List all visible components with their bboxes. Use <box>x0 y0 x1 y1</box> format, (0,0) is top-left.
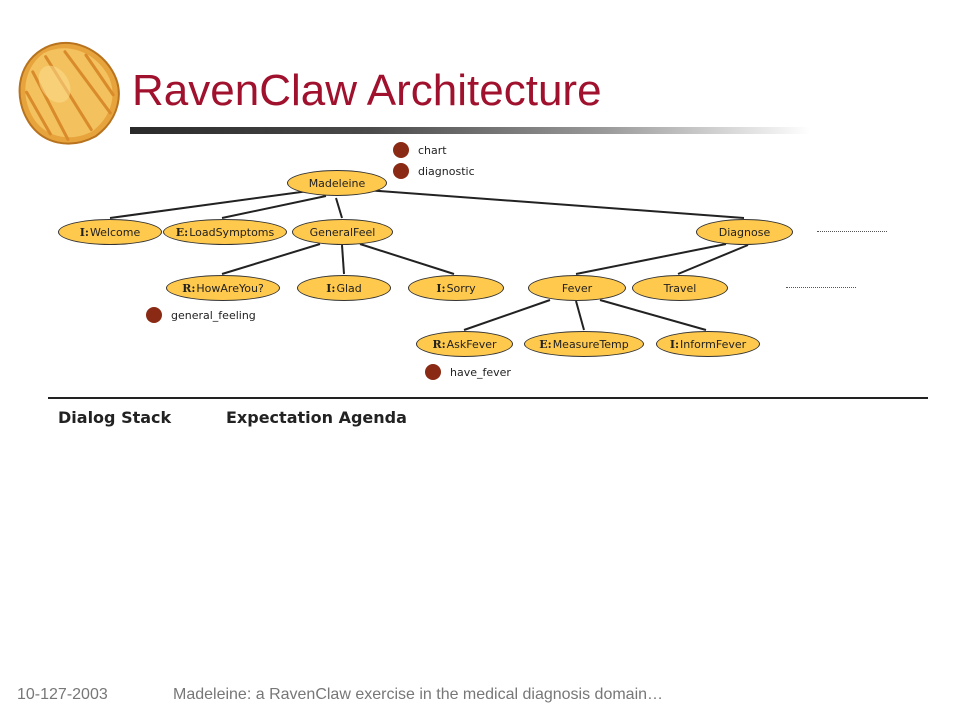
concept-dot <box>393 142 409 158</box>
node-label: Fever <box>561 281 593 295</box>
concept-label: general_feeling <box>171 308 256 322</box>
node-label: HowAreYou? <box>196 281 264 295</box>
node-label: Madeleine <box>308 176 366 190</box>
concept-have-fever: have_fever <box>425 364 511 380</box>
node-label: AskFever <box>446 337 497 351</box>
node-label: Glad <box>336 281 362 295</box>
node-label: GeneralFeel <box>309 225 376 239</box>
concept-label: chart <box>418 143 447 157</box>
node-type-prefix: E: <box>175 225 189 239</box>
slide-title: RavenClaw Architecture <box>132 66 602 115</box>
node-madeleine[interactable]: Madeleine <box>287 170 387 196</box>
node-type-prefix: I: <box>669 337 680 351</box>
node-label: InformFever <box>680 337 747 351</box>
task-tree-connectors <box>109 189 749 331</box>
node-welcome[interactable]: I:Welcome <box>58 219 162 245</box>
footer-date: 10-127-2003 <box>17 686 108 703</box>
node-label: Sorry <box>446 281 476 295</box>
title-underline <box>130 127 810 134</box>
concept-dot <box>146 307 162 323</box>
node-label: LoadSymptoms <box>189 225 275 239</box>
section-divider <box>48 397 928 399</box>
concept-label: have_fever <box>450 365 511 379</box>
node-diagnose[interactable]: Diagnose <box>696 219 793 245</box>
concept-dot <box>393 163 409 179</box>
node-glad[interactable]: I:Glad <box>297 275 391 301</box>
concept-chart: chart <box>393 142 447 158</box>
node-inform-fever[interactable]: I:InformFever <box>656 331 760 357</box>
concept-label: diagnostic <box>418 164 475 178</box>
node-type-prefix: E: <box>539 337 552 351</box>
node-label: Travel <box>663 281 697 295</box>
node-measure-temp[interactable]: E:MeasureTemp <box>524 331 644 357</box>
concept-general-feeling: general_feeling <box>146 307 256 323</box>
concept-diagnostic: diagnostic <box>393 163 475 179</box>
node-type-prefix: I: <box>436 281 446 295</box>
expectation-agenda-header: Expectation Agenda <box>226 408 407 427</box>
node-fever[interactable]: Fever <box>528 275 626 301</box>
node-label: MeasureTemp <box>552 337 629 351</box>
node-type-prefix: R: <box>432 337 446 351</box>
node-type-prefix: I: <box>79 225 89 239</box>
node-load-symptoms[interactable]: E:LoadSymptoms <box>163 219 287 245</box>
node-how-are-you[interactable]: R:HowAreYou? <box>166 275 280 301</box>
node-general-feel[interactable]: GeneralFeel <box>292 219 393 245</box>
footer-text: Madeleine: a RavenClaw exercise in the m… <box>173 686 664 703</box>
continuation-dots <box>786 287 856 288</box>
node-type-prefix: I: <box>326 281 336 295</box>
node-travel[interactable]: Travel <box>632 275 728 301</box>
node-sorry[interactable]: I:Sorry <box>408 275 504 301</box>
continuation-dots <box>817 231 887 232</box>
node-label: Diagnose <box>718 225 771 239</box>
concept-dot <box>425 364 441 380</box>
dialog-stack-header: Dialog Stack <box>58 408 172 427</box>
node-label: Welcome <box>89 225 141 239</box>
madeleine-logo <box>18 41 120 145</box>
node-type-prefix: R: <box>182 281 196 295</box>
node-ask-fever[interactable]: R:AskFever <box>416 331 513 357</box>
